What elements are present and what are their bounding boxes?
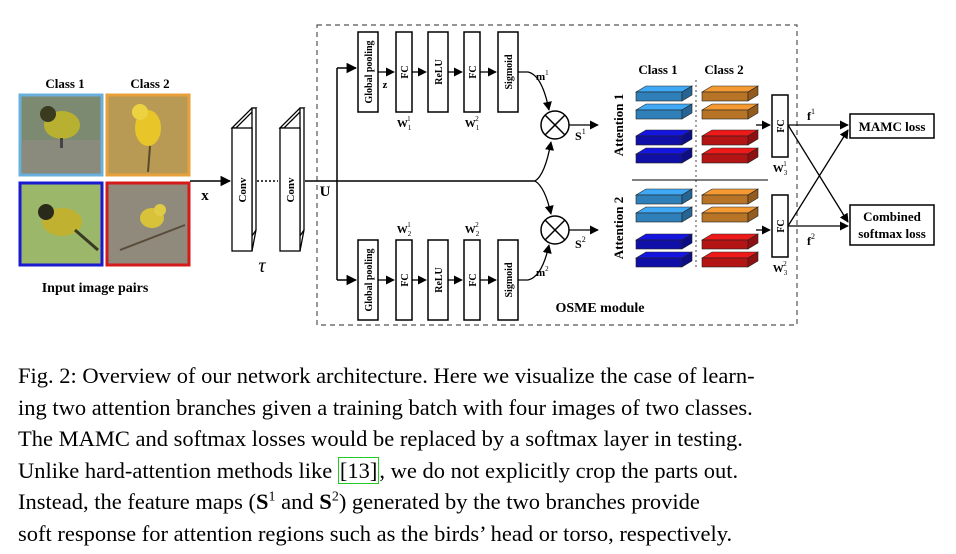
input-image-class2-top: [105, 93, 191, 177]
conv-label-2: Conv: [285, 177, 297, 203]
conv-label-1: Conv: [237, 177, 249, 203]
w12-label: W12: [465, 115, 480, 132]
slab-att2-class2-4: [700, 251, 760, 268]
m2-label: m2: [536, 265, 549, 279]
slab-att2-class1-2: [634, 206, 694, 223]
combined-loss-label-2: softmax loss: [858, 226, 926, 241]
slab-att1-class2-2: [700, 103, 760, 120]
conv-block-2: Conv: [278, 107, 306, 252]
caption-line-3: The MAMC and softmax losses would be rep…: [18, 426, 743, 451]
input-image-class1-bottom: [18, 181, 104, 267]
s2-label: S2: [575, 235, 586, 251]
architecture-diagram: Class 1 Class 2 Input image pairs x: [18, 24, 935, 326]
svg-text:FC: FC: [400, 273, 411, 286]
class2-label: Class 2: [130, 76, 169, 91]
top-branch: Global pooling z FC W11 ReLU FC W12 Sigm…: [357, 31, 552, 132]
svg-text:Global pooling: Global pooling: [364, 40, 375, 103]
osme-module-label: OSME module: [555, 301, 644, 316]
svg-text:FC: FC: [468, 273, 479, 286]
u-label: U: [320, 184, 331, 200]
svg-text:ReLU: ReLU: [434, 267, 445, 293]
f1-label: f1: [807, 107, 815, 123]
slab-att2-class2-1: [700, 188, 760, 205]
x-label: x: [201, 188, 209, 204]
class1-label: Class 1: [45, 76, 84, 91]
combined-loss-box: [849, 204, 935, 246]
input-image-class2-bottom: [105, 181, 191, 267]
z-label: z: [383, 79, 388, 91]
svg-text:Sigmoid: Sigmoid: [504, 262, 515, 297]
w22-label: W22: [465, 221, 480, 238]
citation-link[interactable]: [13]: [337, 456, 380, 484]
svg-text:FC: FC: [776, 119, 787, 132]
slab-att1-class1-2: [634, 103, 694, 120]
figure-caption: Fig. 2: Overview of our network architec…: [18, 360, 938, 549]
multiply-bottom: [540, 215, 570, 245]
svg-text:FC: FC: [468, 65, 479, 78]
svg-text:ReLU: ReLU: [434, 59, 445, 85]
slab-att2-class2-3: [700, 233, 760, 250]
s1-label: S1: [575, 127, 586, 143]
m1-label: m1: [536, 69, 549, 83]
mamc-loss-box: [849, 113, 935, 139]
w31-label: W31: [773, 160, 788, 177]
svg-text:FC: FC: [776, 219, 787, 232]
attention2-label: Attention 2: [611, 197, 626, 259]
slab-att2-class2-2: [700, 206, 760, 223]
attention1-label: Attention 1: [611, 94, 626, 156]
slab-att1-class2-3: [700, 129, 760, 146]
caption-line-5: Instead, the feature maps (S1 and S2) ge…: [18, 489, 700, 514]
attention-feature-slabs: [634, 85, 760, 268]
slab-att1-class1-3: [634, 129, 694, 146]
slab-att1-class1-1: [634, 85, 694, 102]
multiply-top: [540, 110, 570, 140]
slab-att1-class2-4: [700, 147, 760, 164]
class1-column-label: Class 1: [638, 62, 677, 77]
class2-column-label: Class 2: [704, 62, 743, 77]
combined-loss-label-1: Combined: [863, 209, 922, 224]
w21-label: W21: [397, 221, 412, 238]
svg-text:FC: FC: [400, 65, 411, 78]
svg-text:Sigmoid: Sigmoid: [504, 54, 515, 89]
input-image-pairs-label: Input image pairs: [42, 281, 149, 296]
slab-att1-class1-4: [634, 147, 694, 164]
osme-module-box: [316, 24, 798, 326]
slab-att2-class1-4: [634, 251, 694, 268]
w11-label: W11: [397, 115, 412, 132]
caption-line-2: ing two attention branches given a train…: [18, 394, 753, 420]
caption-line-4: Unlike hard-attention methods like [13],…: [18, 456, 739, 484]
caption-line-6: soft response for attention regions such…: [18, 520, 733, 546]
slab-att1-class2-1: [700, 85, 760, 102]
tau-label: τ: [258, 255, 266, 277]
bottom-branch: Global pooling FC W21 ReLU FC W22 Sigmoi…: [357, 221, 552, 321]
mamc-loss-label: MAMC loss: [859, 119, 926, 134]
conv-block-1: Conv: [230, 107, 258, 252]
input-image-class1-top: [18, 93, 104, 177]
slab-att2-class1-3: [634, 233, 694, 250]
w32-label: W32: [773, 260, 788, 277]
slab-att2-class1-1: [634, 188, 694, 205]
f2-label: f2: [807, 232, 815, 248]
caption-line-1: Fig. 2: Overview of our network architec…: [18, 363, 755, 388]
svg-text:Global pooling: Global pooling: [364, 248, 375, 311]
